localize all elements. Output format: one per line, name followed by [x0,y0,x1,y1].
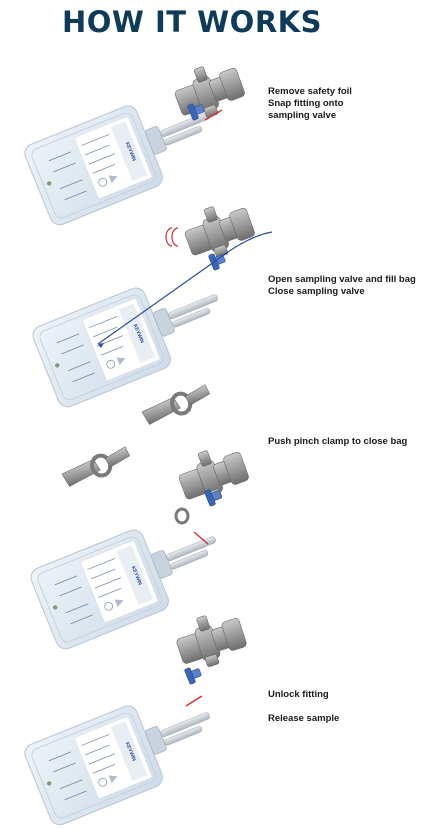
step-2-line-1: Open sampling valve and fill bag [268,274,416,285]
step-2-text: Open sampling valve and fill bag Close s… [268,274,416,298]
step-1-text: Remove safety foil Snap fitting onto sam… [268,86,352,122]
fill-tube-arrowhead [98,343,104,348]
step-4-line-1: Unlock fitting [268,689,329,700]
step-1-line-1: Remove safety foil [268,86,352,97]
step-2-illustration [29,195,273,411]
step-4-illustration [21,605,251,828]
sample-bag-4 [21,677,228,828]
red-arrow-3 [193,531,209,545]
step-2-line-2: Close sampling valve [268,286,365,297]
page-title: HOW IT WORKS [62,5,323,39]
step-3-line-1: Push pinch clamp to close bag [268,436,408,447]
grey-fitting-4 [171,605,251,675]
red-arrow-1 [204,109,223,121]
step-1-illustration [21,55,249,229]
step-3-text: Push pinch clamp to close bag [268,436,407,448]
step-1-line-2: Snap fitting onto [268,98,344,109]
step-1-line-3: sampling valve [268,110,337,121]
fill-tube [97,231,273,345]
pinch-clamp-open [137,382,216,428]
clamp-on-tube [174,507,190,525]
red-arrow-4 [185,695,203,707]
rotate-arrow-left [165,227,173,247]
rotate-arrow-right [171,227,179,247]
pinch-clamp-closed [57,444,136,490]
step-4-line-3: Release sample [268,713,340,724]
blue-valve-4 [183,664,204,685]
grey-fitting-1 [168,55,249,126]
grey-fitting-2 [178,195,259,266]
step-4-text: Unlock fitting Release sample [268,689,339,725]
step-3-illustration [27,382,253,653]
